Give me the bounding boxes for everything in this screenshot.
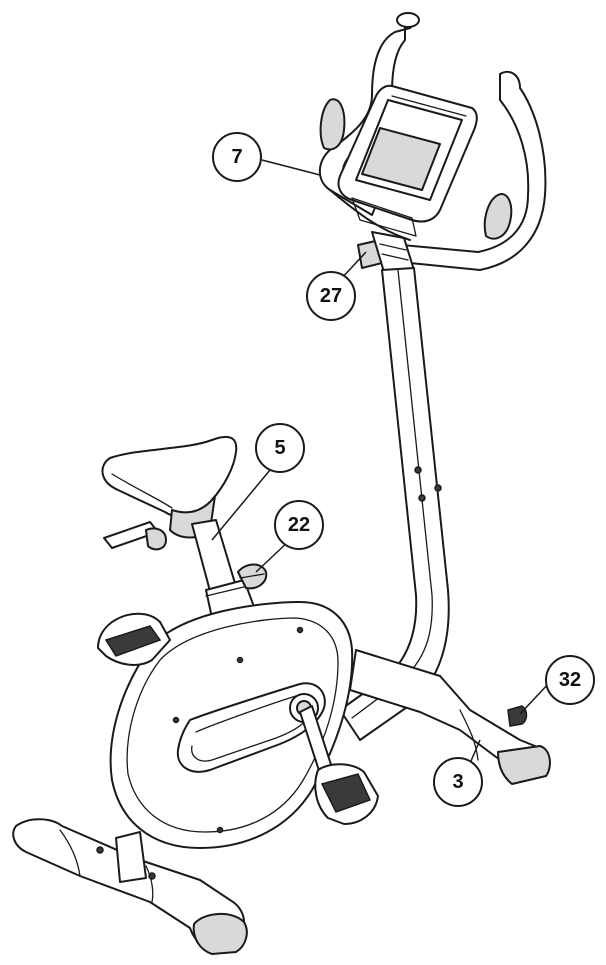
right-crank-pedal: [299, 705, 379, 825]
rear-stabilizer: [349, 649, 551, 785]
handlebar: [318, 12, 547, 271]
callout-3-label: 3: [452, 771, 463, 793]
callout-5-label: 5: [274, 437, 285, 459]
handlebar-clamp: [357, 231, 415, 273]
left-pedal: [97, 612, 171, 666]
callout-5: 5: [255, 423, 305, 473]
callout-3: 3: [433, 757, 483, 807]
callout-22: 22: [274, 500, 324, 550]
callout-27-label: 27: [320, 285, 342, 307]
callout-22-label: 22: [288, 514, 310, 536]
callout-7: 7: [212, 132, 262, 182]
callout-32: 32: [545, 655, 595, 705]
seat: [101, 435, 238, 551]
console: [337, 84, 478, 237]
callout-27: 27: [306, 271, 356, 321]
front-stabilizer: [12, 818, 248, 955]
callout-7-label: 7: [231, 146, 242, 168]
callout-32-label: 32: [559, 669, 581, 691]
